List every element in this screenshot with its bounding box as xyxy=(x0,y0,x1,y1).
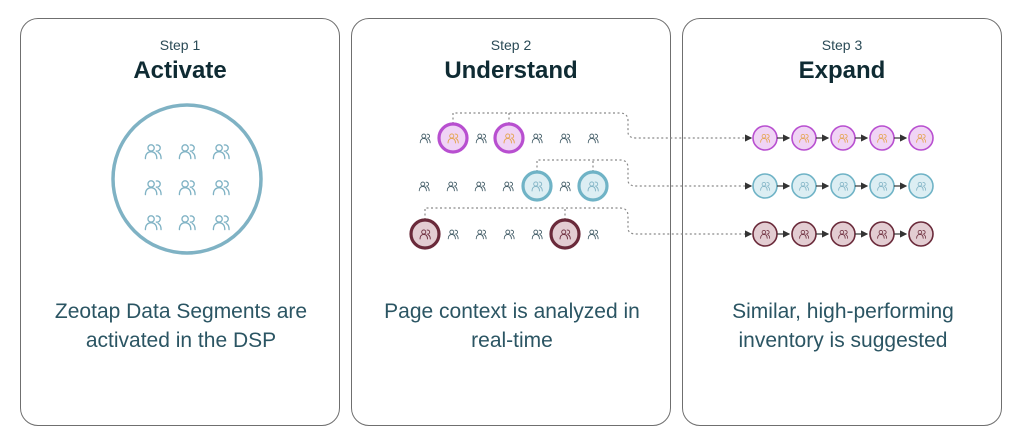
step-1-label: Step 1 xyxy=(159,37,201,53)
step-3-description: Similar, high-performing inventory is su… xyxy=(732,300,954,352)
step-1-description: Zeotap Data Segments are activated in th… xyxy=(54,300,308,352)
step-1-title: Activate xyxy=(133,57,227,84)
step-2-description: Page context is analyzed in real-time xyxy=(384,300,640,352)
step-3-label: Step 3 xyxy=(821,37,863,53)
step-2-title: Understand xyxy=(444,57,578,84)
step-1-card: Step 1 Activate Zeotap Data Segments are… xyxy=(20,18,340,426)
step-3-card: Step 3 Expand Similar, high-performing i… xyxy=(682,18,1002,426)
step-3-title: Expand xyxy=(798,57,886,84)
step-2-card: Step 2 Understand Page context is analyz… xyxy=(351,18,671,426)
step-2-label: Step 2 xyxy=(490,37,532,53)
